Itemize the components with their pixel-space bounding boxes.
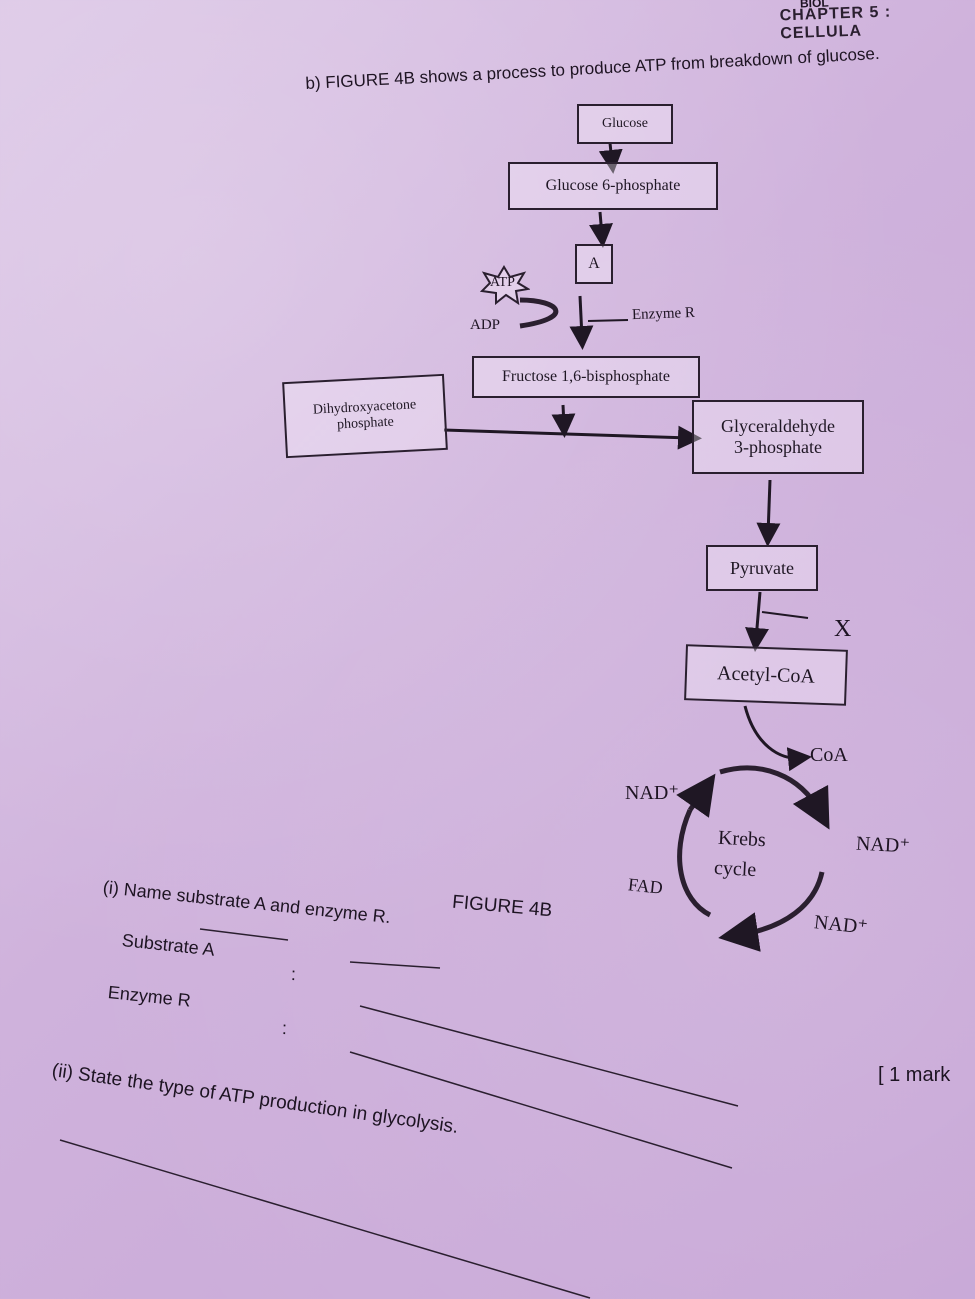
pyruvate-box: Pyruvate (706, 545, 818, 591)
coa-label: CoA (810, 744, 848, 766)
fad-label: FAD (627, 874, 664, 898)
enzyme-r-label: Enzyme R (631, 304, 696, 324)
atp-star-icon: ATP (478, 265, 530, 305)
nad-left-label: NAD⁺ (625, 782, 679, 804)
nad-right-label: NAD⁺ (855, 832, 911, 858)
krebs-label: Krebs (717, 826, 767, 852)
acetyl-coa-box: Acetyl-CoA (684, 644, 848, 706)
mark-label: [ 1 mark (878, 1064, 951, 1086)
adp-label: ADP (470, 317, 501, 333)
g3p-line-1: Glyceraldehyde (721, 416, 835, 436)
glucose-box: Glucose (577, 104, 673, 144)
substrate-a-box: A (575, 244, 613, 284)
dhap-line-2: phosphate (336, 414, 395, 433)
glyceraldehyde-3-phosphate-box: Glyceraldehyde 3-phosphate (692, 400, 864, 474)
fructose-bisphosphate-box: Fructose 1,6-bisphosphate (472, 356, 700, 398)
enzyme-colon: : (281, 1018, 288, 1039)
g3p-line-2: 3-phosphate (734, 437, 822, 457)
glucose-6-phosphate-box: Glucose 6-phosphate (508, 162, 718, 210)
substrate-colon: : (290, 964, 297, 985)
cycle-label: cycle (713, 856, 757, 882)
atp-label: ATP (490, 275, 515, 290)
x-label: X (834, 616, 852, 642)
dihydroxyacetone-phosphate-box: Dihydroxyacetone phosphate (282, 373, 448, 459)
